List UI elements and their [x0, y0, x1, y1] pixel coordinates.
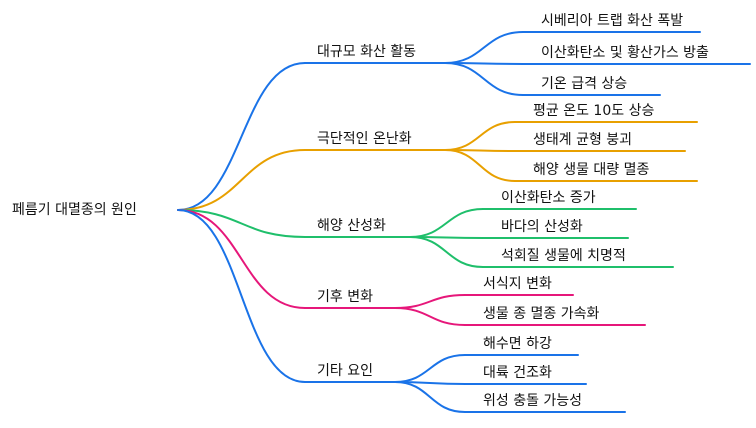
root-node-label: 페름기 대멸종의 원인	[12, 202, 137, 218]
leaf-label-4-2: 생물 종 멸종 가속화	[483, 306, 600, 322]
leaf-label-5-1: 해수면 하강	[483, 336, 552, 352]
leaf-label-2-3: 해양 생물 대량 멸종	[533, 162, 650, 178]
leaf-label-2-2: 생태계 균형 붕괴	[533, 132, 633, 148]
leaf-connector-5-1	[394, 354, 466, 383]
leaf-label-1-3: 기온 급격 상승	[541, 76, 628, 92]
leaf-label-1-1: 시베리아 트랩 화산 폭발	[541, 13, 684, 29]
branch-connector-3	[177, 209, 306, 238]
leaf-label-3-2: 바다의 산성화	[501, 219, 583, 235]
leaf-connector-3-3	[409, 236, 484, 268]
leaf-connector-1-3	[444, 62, 524, 96]
leaf-connector-4-1	[394, 294, 466, 309]
branch-label-2: 극단적인 온난화	[317, 131, 412, 147]
leaf-connector-1-1	[444, 31, 524, 64]
branch-connector-4	[177, 209, 306, 309]
leaf-connector-4-2	[394, 307, 466, 326]
leaf-connector-3-1	[409, 208, 484, 238]
leaf-label-4-1: 서식지 변화	[483, 276, 552, 292]
branch-label-1: 대규모 화산 활동	[317, 44, 417, 60]
leaf-connector-5-3	[394, 381, 466, 413]
branch-label-5: 기타 요인	[317, 363, 373, 379]
leaf-label-3-3: 석회질 생물에 치명적	[501, 248, 626, 264]
leaf-label-1-2: 이산화탄소 및 황산가스 방출	[541, 45, 709, 61]
leaf-connector-2-3	[444, 149, 516, 182]
leaf-label-5-3: 위성 충돌 가능성	[483, 393, 583, 409]
leaf-connector-2-1	[444, 121, 516, 151]
branch-label-3: 해양 산성화	[317, 218, 386, 234]
leaf-label-3-1: 이산화탄소 증가	[501, 190, 596, 206]
leaf-label-2-1: 평균 온도 10도 상승	[533, 103, 655, 119]
leaf-label-5-2: 대륙 건조화	[483, 365, 552, 381]
branch-connector-2	[177, 149, 306, 211]
branch-connector-5	[177, 209, 306, 383]
branch-label-4: 기후 변화	[317, 289, 373, 305]
branch-connector-1	[177, 62, 306, 211]
